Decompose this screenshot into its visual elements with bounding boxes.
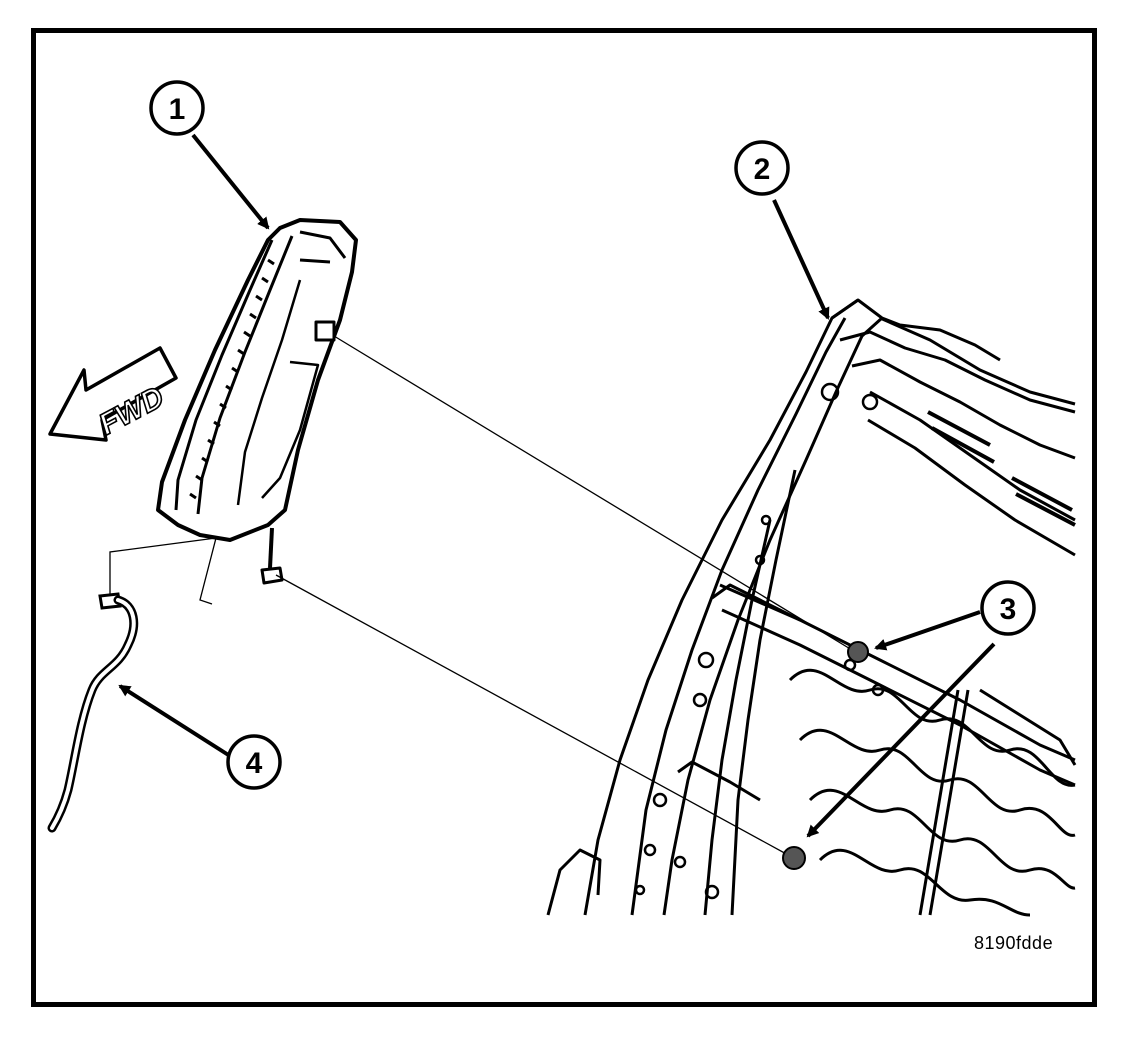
callout-3: 3 <box>980 580 1036 636</box>
callout-3-label: 3 <box>1000 593 1017 626</box>
figure-id: 8190fdde <box>974 933 1054 953</box>
nuts <box>782 641 869 870</box>
leader-lines <box>109 335 853 857</box>
frame-holes <box>634 382 885 900</box>
callout-4-label: 4 <box>246 747 263 780</box>
callout-1: 1 <box>149 80 205 136</box>
callout-2-label: 2 <box>754 153 771 186</box>
callout-arrows <box>118 133 996 838</box>
airbag-module <box>156 218 358 585</box>
callout-1-label: 1 <box>169 93 186 126</box>
callout-2: 2 <box>734 140 790 196</box>
wire-harness <box>47 592 139 833</box>
fwd-arrow: FWD <box>48 346 178 442</box>
seat-back-frame <box>546 298 1077 917</box>
callout-4: 4 <box>226 734 282 790</box>
